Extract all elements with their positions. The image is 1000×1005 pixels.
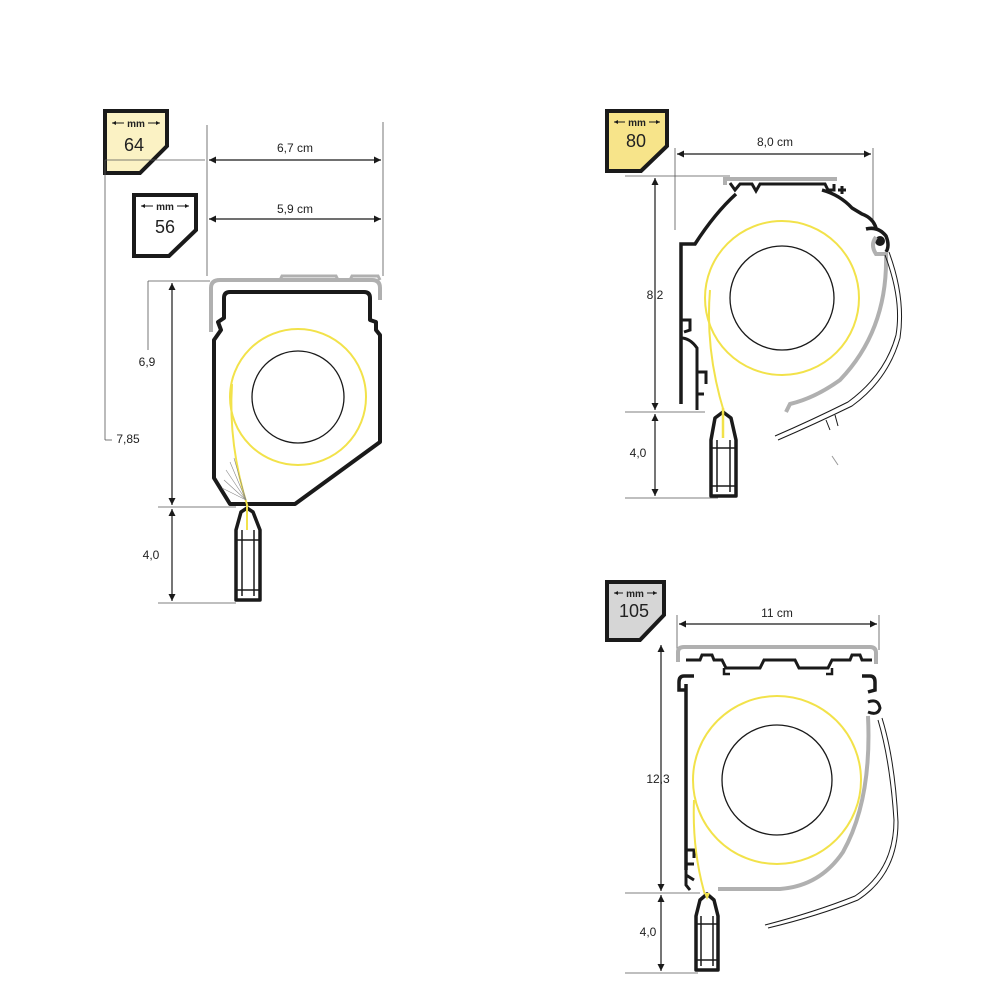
diagram-80: mm 80 8,0 cm 8,2 4,0 xyxy=(605,109,903,499)
size-badge-56: mm 56 xyxy=(132,193,198,258)
shutter-slat-56 xyxy=(234,505,262,602)
extension-lines xyxy=(104,122,384,604)
size-badge-105: mm 105 xyxy=(605,580,666,642)
height-slat-label: 4,0 xyxy=(143,548,160,562)
shutter-box-80 xyxy=(679,177,903,466)
width-label: 8,0 cm xyxy=(757,135,793,149)
size-badge-64: mm 64 xyxy=(103,109,169,175)
extension-lines xyxy=(625,148,874,499)
width-inner-label: 5,9 cm xyxy=(277,202,313,216)
size-badge-80: mm 80 xyxy=(605,109,669,173)
diagram-105: mm 105 11 cm 12,3 4,0 xyxy=(605,580,899,974)
badge-unit: mm xyxy=(156,202,174,213)
badge-unit: mm xyxy=(626,589,644,600)
height-slat-label: 4,0 xyxy=(630,446,647,460)
extension-lines xyxy=(625,615,880,974)
height-total-label: 7,85 xyxy=(116,432,140,446)
shutter-box-105 xyxy=(676,645,899,929)
badge-value: 105 xyxy=(619,601,649,621)
height-slat-label: 4,0 xyxy=(640,925,657,939)
width-outer-label: 6,7 cm xyxy=(277,141,313,155)
badge-unit: mm xyxy=(127,119,145,130)
badge-value: 80 xyxy=(626,131,646,151)
height-box-label: 6,9 xyxy=(139,355,156,369)
shutter-slat-80 xyxy=(709,408,738,498)
diagram-64-56: mm 64 mm 56 6,7 cm 5,9 cm xyxy=(103,109,384,604)
badge-unit: mm xyxy=(628,118,646,129)
height-box-label: 12,3 xyxy=(646,772,670,786)
badge-value: 64 xyxy=(124,135,144,155)
width-label: 11 cm xyxy=(761,606,793,620)
shutter-slat-105 xyxy=(694,892,720,972)
badge-value: 56 xyxy=(155,217,175,237)
shutter-box-56 xyxy=(209,274,382,509)
height-box-label: 8,2 xyxy=(647,288,664,302)
